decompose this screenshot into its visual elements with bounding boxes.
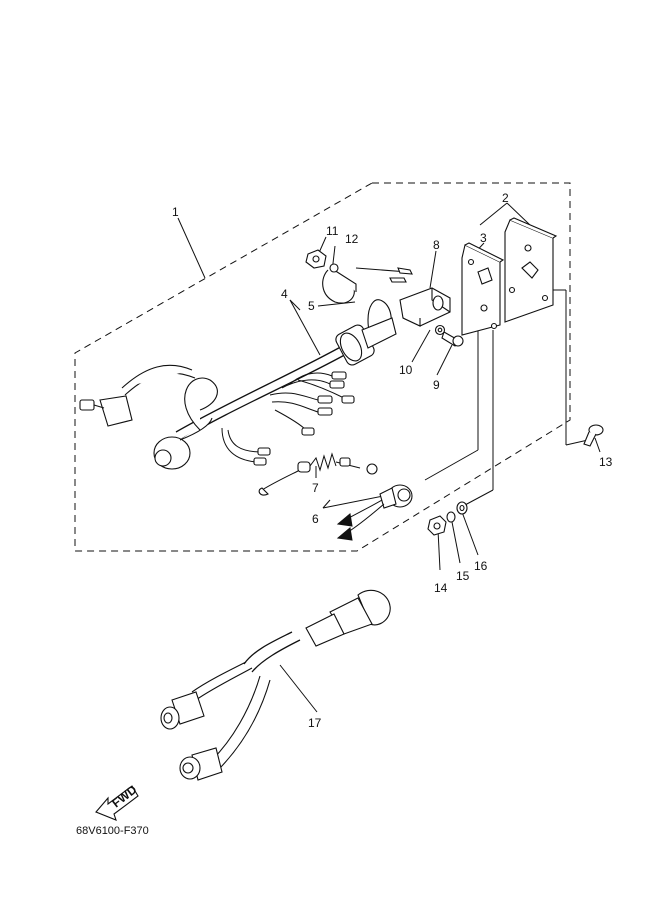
callout-17: 17 <box>308 716 322 730</box>
bolt-part-9 <box>441 331 464 347</box>
callout-6: 6 <box>312 512 319 526</box>
callout-14: 14 <box>434 581 448 595</box>
washer-part-15 <box>446 511 456 523</box>
callout-5: 5 <box>308 299 315 313</box>
callout-16: 16 <box>474 559 488 573</box>
callout-15: 15 <box>456 569 470 583</box>
fwd-arrow: FWD <box>95 782 140 821</box>
plate-part-2 <box>504 217 558 323</box>
bracket-part-8 <box>399 287 451 327</box>
callout-12: 12 <box>345 232 359 246</box>
extension-harness-part-17 <box>160 589 391 781</box>
spring-lead-part-7 <box>258 452 378 496</box>
nut-part-14 <box>427 515 447 536</box>
callout-7: 7 <box>312 481 319 495</box>
screw-part-13 <box>583 424 604 447</box>
washer-part-10 <box>434 324 446 336</box>
callout-2: 2 <box>502 191 509 205</box>
drawing-code: 68V6100-F370 <box>76 825 149 837</box>
callout-4: 4 <box>281 287 288 301</box>
assembly-outline <box>74 182 571 552</box>
callout-10: 10 <box>399 363 413 377</box>
callout-9: 9 <box>433 378 440 392</box>
callout-13: 13 <box>599 455 613 469</box>
callout-8: 8 <box>433 238 440 252</box>
connector-part-6 <box>336 484 413 541</box>
callout-1: 1 <box>172 205 179 219</box>
callout-11: 11 <box>326 224 339 238</box>
nut-part-11 <box>305 249 327 269</box>
plate-part-3 <box>461 242 505 336</box>
washer-part-16 <box>456 501 468 515</box>
clamp-part-12 <box>322 263 357 304</box>
leader-lines <box>177 202 601 713</box>
callout-3: 3 <box>480 231 487 245</box>
harness-part-4 <box>79 317 397 470</box>
